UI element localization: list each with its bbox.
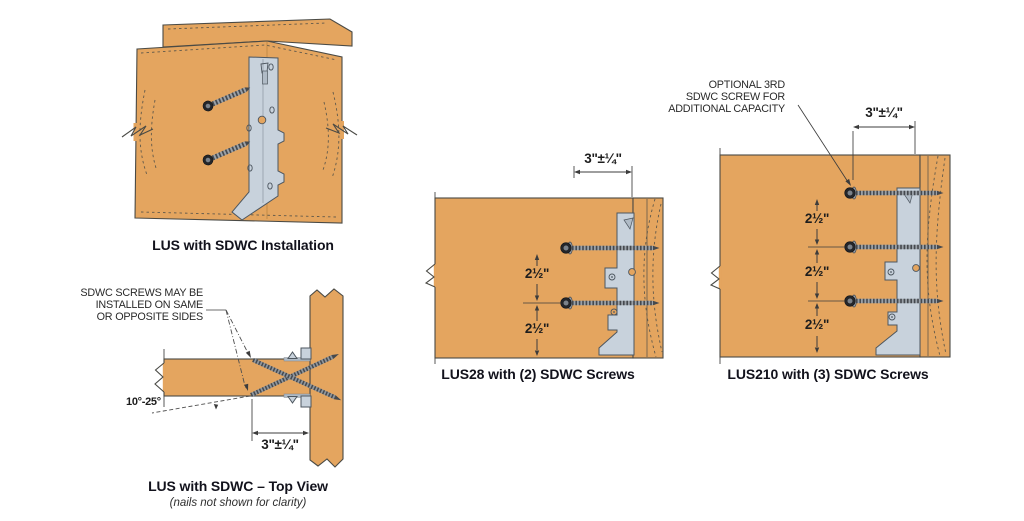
break-symbol-left	[121, 123, 154, 141]
note-leader-lines	[206, 309, 251, 391]
lus210-offset-dim-label: 3"±¼"	[865, 105, 903, 120]
topview-figure	[151, 288, 344, 468]
post-grain	[643, 198, 663, 358]
note-leader-line	[797, 104, 851, 186]
topview-note-line2: INSTALLED ON SAME	[95, 298, 204, 311]
lus28-offset-dim-label: 3"±¼"	[584, 151, 622, 166]
break-symbol	[424, 263, 436, 288]
beam	[434, 197, 634, 359]
break-symbol	[709, 265, 721, 290]
post	[632, 197, 664, 359]
post	[919, 154, 951, 358]
lus210-note: OPTIONAL 3RD SDWC SCREW FOR ADDITIONAL C…	[625, 79, 786, 115]
lus210-figure	[709, 104, 951, 364]
iso-figure	[121, 18, 358, 224]
round-hole	[912, 264, 920, 272]
lus28-figure	[424, 166, 664, 364]
bent-tab	[262, 70, 268, 85]
lus210-note-line3: ADDITIONAL CAPACITY	[668, 102, 785, 115]
lus210-caption: LUS210 with (3) SDWC Screws	[727, 366, 929, 382]
topview-note: SDWC SCREWS MAY BE INSTALLED ON SAME OR …	[40, 287, 204, 323]
offset-dimension	[251, 399, 309, 441]
offset-dimension	[573, 166, 633, 197]
bent-tab	[623, 217, 634, 230]
iso-caption: LUS with SDWC Installation	[152, 237, 334, 253]
round-hole	[628, 268, 636, 276]
angle-annotation	[151, 395, 251, 414]
lus28-caption: LUS28 with (2) SDWC Screws	[441, 366, 635, 382]
topview-subcaption: (nails not shown for clarity)	[169, 497, 307, 509]
break-symbol	[154, 362, 165, 393]
round-hole	[257, 115, 267, 125]
lus210-note-line1: OPTIONAL 3RD	[708, 79, 786, 91]
post-grain	[926, 155, 947, 357]
lus210-spacing-dim-2: 2½"	[804, 264, 830, 279]
spacing-dimension	[808, 199, 845, 353]
break-symbol-right	[325, 121, 358, 139]
topview-angle-label: 10°-25°	[126, 396, 161, 408]
lus210-spacing-dim-1: 2½"	[804, 211, 830, 226]
beam	[719, 154, 921, 358]
lus28-spacing-dim-1: 2½"	[524, 266, 550, 281]
topview-note-line3: OR OPPOSITE SIDES	[96, 310, 204, 323]
lus210-note-line2: SDWC SCREW FOR	[685, 90, 785, 103]
offset-dimension	[852, 121, 916, 180]
topview-caption: LUS with SDWC – Top View	[148, 478, 328, 494]
lus-hanger-iso	[231, 56, 285, 221]
spacing-dimension	[523, 254, 561, 356]
topview-note-line1: SDWC SCREWS MAY BE	[80, 287, 203, 299]
post	[309, 288, 344, 468]
header-board	[121, 18, 358, 224]
lus28-spacing-dim-2: 2½"	[524, 321, 550, 336]
topview-offset-dim-label: 3"±¼"	[261, 437, 299, 452]
lus210-spacing-dim-3: 2½"	[804, 317, 830, 332]
hanger-flanges-top	[283, 347, 312, 408]
